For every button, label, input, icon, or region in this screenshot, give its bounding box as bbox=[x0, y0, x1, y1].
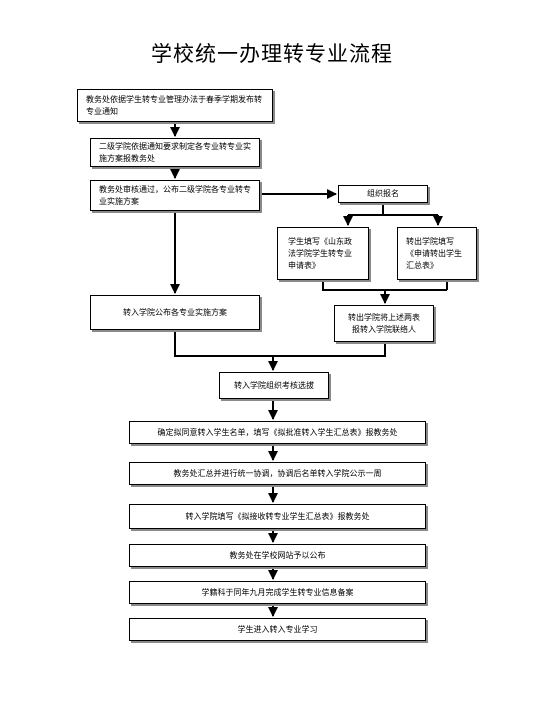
step-publish-notice: 教务处依据学生转专业管理办法于春季学期发布转专业通知 bbox=[77, 89, 273, 122]
step-coordinate-publicize: 教务处汇总并进行统一协调，协调后名单转入学院公示一周 bbox=[129, 462, 426, 485]
step-transfer-out-summary: 转出学院填写《申请转出学生汇总表》 bbox=[397, 227, 477, 280]
step-submit-forms: 转出学院将上述两表报转入学院联络人 bbox=[334, 305, 434, 342]
step-college-plan: 二级学院依据通知要求制定各专业转专业实施方案报教务处 bbox=[90, 138, 260, 167]
step-inbound-plan: 转入学院公布各专业实施方案 bbox=[90, 295, 260, 330]
page-title: 学校统一办理转专业流程 bbox=[151, 42, 393, 66]
step-approve-plan: 教务处审核通过，公布二级学院各专业转专业实施方案 bbox=[90, 180, 260, 211]
step-approved-list: 确定拟同意转入学生名单，填写《拟批准转入学生汇总表》报教务处 bbox=[129, 421, 426, 444]
step-registration: 组织报名 bbox=[338, 185, 428, 203]
step-start-study: 学生进入转入专业学习 bbox=[129, 618, 426, 641]
step-records-filing: 学籍科于同年九月完成学生转专业信息备案 bbox=[129, 581, 426, 604]
step-acceptance-summary: 转入学院填写《拟接收转专业学生汇总表》报教务处 bbox=[129, 504, 426, 529]
step-assessment: 转入学院组织考核选拔 bbox=[219, 372, 329, 399]
step-website-announcement: 教务处在学校网站予以公布 bbox=[129, 544, 426, 567]
connector-s6-merge bbox=[174, 330, 386, 357]
connector-s5a-merge bbox=[322, 280, 447, 291]
step-student-application: 学生填写《山东政法学院学生转专业申请表》 bbox=[277, 227, 369, 280]
